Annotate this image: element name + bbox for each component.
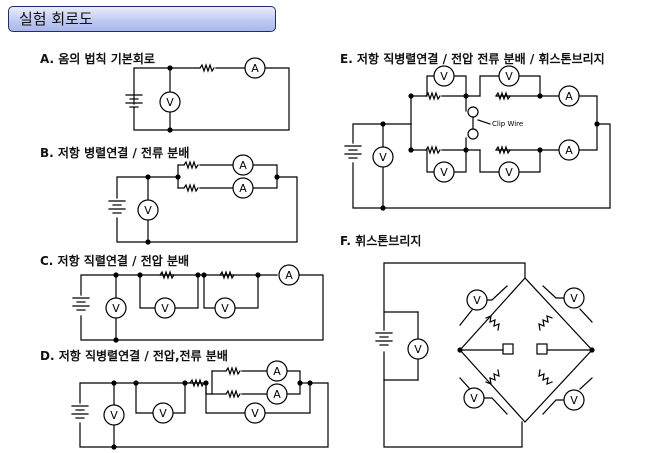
- svg-text:V: V: [440, 70, 448, 83]
- ammeter-d2: [266, 383, 288, 405]
- svg-text:A: A: [565, 90, 573, 103]
- svg-text:V: V: [161, 302, 169, 315]
- battery-f: [375, 332, 393, 346]
- resistor-e2: [495, 91, 511, 101]
- resistor-e1: [425, 91, 441, 101]
- clip-wire-label: Clip Wire: [492, 120, 523, 128]
- clip-terminal-top: [467, 106, 479, 118]
- voltmeter-e5: [498, 161, 520, 183]
- svg-text:V: V: [221, 302, 229, 315]
- battery-c: [72, 297, 90, 311]
- svg-text:A: A: [239, 159, 247, 172]
- resistor-b1: [183, 160, 199, 170]
- resistor-d1: [189, 378, 205, 388]
- ammeter-e1: [558, 85, 580, 107]
- svg-text:V: V: [110, 409, 118, 422]
- label-circuit-a: A. 옴의 법칙 기본회로: [40, 52, 155, 66]
- battery-a: [125, 94, 143, 108]
- voltmeter-e1: [433, 65, 455, 87]
- voltmeter-a: [159, 91, 181, 113]
- svg-text:V: V: [473, 294, 481, 307]
- ammeter-d1: [266, 360, 288, 382]
- resistor-f3: [485, 369, 500, 385]
- resistor-f2: [538, 315, 553, 331]
- ammeter-b2: [232, 177, 254, 199]
- circuit-d: [71, 366, 329, 450]
- resistor-c1: [159, 270, 175, 280]
- svg-text:V: V: [505, 70, 513, 83]
- svg-text:V: V: [570, 394, 578, 407]
- label-circuit-c: C. 저항 직렬연결 / 전압 분배: [40, 254, 190, 268]
- voltmeter-f4: [563, 389, 585, 411]
- resistor-e4: [495, 145, 511, 155]
- voltmeter-c3: [214, 297, 236, 319]
- resistor-d2: [225, 366, 241, 376]
- ammeter-a: [244, 57, 266, 79]
- label-circuit-b: B. 저항 병렬연결 / 전류 분배: [40, 146, 190, 160]
- voltmeter-f0: [407, 338, 429, 360]
- resistor-a1: [199, 63, 215, 73]
- svg-text:V: V: [166, 96, 174, 109]
- circuit-e: [344, 75, 611, 211]
- voltmeter-b: [137, 199, 159, 221]
- ammeter-e2: [558, 139, 580, 161]
- voltmeter-c2: [154, 297, 176, 319]
- voltmeter-e3: [372, 146, 394, 168]
- voltmeter-f2: [563, 287, 585, 309]
- svg-text:A: A: [251, 62, 259, 75]
- svg-text:A: A: [239, 182, 247, 195]
- voltmeter-e2: [498, 65, 520, 87]
- page-title: 실험 회로도: [8, 6, 276, 32]
- ammeter-c: [278, 264, 300, 286]
- voltmeter-f1: [466, 289, 488, 311]
- svg-text:V: V: [112, 302, 120, 315]
- label-circuit-d: D. 저항 직병렬연결 / 전압,전류 분배: [40, 349, 228, 363]
- svg-text:A: A: [565, 144, 573, 157]
- resistor-b2: [183, 183, 199, 193]
- battery-b: [108, 200, 126, 214]
- circuit-b: [108, 160, 298, 245]
- label-circuit-f: F. 휘스톤브리지: [340, 234, 422, 248]
- svg-text:V: V: [570, 292, 578, 305]
- voltmeter-c1: [105, 297, 127, 319]
- battery-e: [344, 145, 362, 159]
- voltmeter-e4: [433, 161, 455, 183]
- resistor-e3: [425, 145, 441, 155]
- bridge-node-right: [536, 343, 548, 355]
- bridge-node-left: [502, 343, 514, 355]
- svg-text:V: V: [470, 392, 478, 405]
- resistor-f1: [485, 315, 500, 331]
- circuit-f: [375, 262, 595, 448]
- circuit-c: [72, 270, 324, 343]
- resistor-d3: [225, 389, 241, 399]
- svg-text:V: V: [440, 166, 448, 179]
- battery-d: [71, 405, 89, 419]
- svg-text:V: V: [144, 204, 152, 217]
- svg-text:A: A: [273, 388, 281, 401]
- svg-text:A: A: [285, 269, 293, 282]
- svg-text:V: V: [159, 407, 167, 420]
- ammeter-b1: [232, 154, 254, 176]
- resistor-c2: [219, 270, 235, 280]
- svg-text:A: A: [273, 365, 281, 378]
- voltmeter-d3: [244, 402, 266, 424]
- clip-terminal-bottom: [467, 128, 479, 140]
- svg-text:V: V: [414, 343, 422, 356]
- svg-text:V: V: [379, 151, 387, 164]
- voltmeter-d1: [103, 404, 125, 426]
- svg-text:V: V: [505, 166, 513, 179]
- voltmeter-d2: [152, 402, 174, 424]
- circuit-a: [125, 63, 290, 133]
- voltmeter-f3: [463, 387, 485, 409]
- label-circuit-e: E. 저항 직병렬연결 / 전압 전류 분배 / 휘스톤브리지: [340, 52, 605, 66]
- svg-text:V: V: [251, 407, 259, 420]
- resistor-f4: [538, 369, 553, 385]
